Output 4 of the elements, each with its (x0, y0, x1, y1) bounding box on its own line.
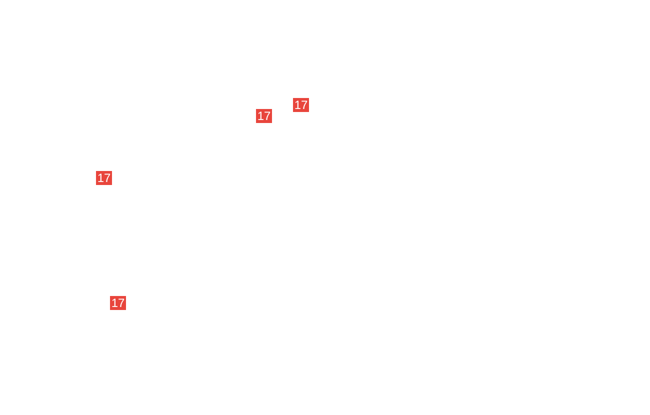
callout-number: 17 (96, 171, 112, 185)
callout-number: 17 (293, 98, 309, 112)
callout-number: 17 (110, 296, 126, 310)
callout-number: 17 (256, 109, 272, 123)
